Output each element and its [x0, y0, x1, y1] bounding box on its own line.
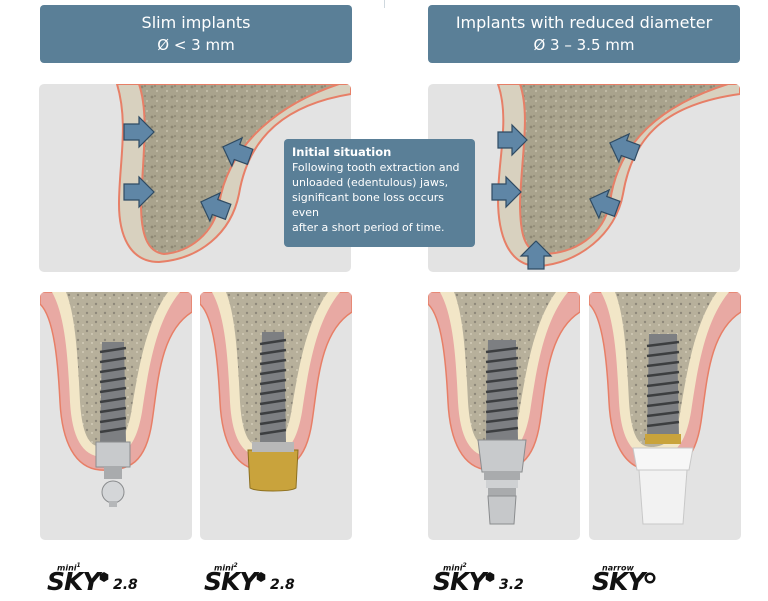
reduced-diameter-header: Implants with reduced diameter Ø 3 – 3.5… [428, 5, 740, 63]
implant-diagram-mini2-28 [200, 292, 352, 492]
bone-diagram-reduced [491, 84, 740, 270]
brand-mini2-sky-32: mini2 SKY 3.2 [433, 560, 553, 598]
brand-name: SKY [433, 567, 486, 596]
hexagon-icon [256, 572, 266, 582]
brand-prefix: mini2 [214, 562, 238, 573]
implant-panel-mini1 [40, 292, 192, 540]
implant-panel-mini2-28 [200, 292, 352, 540]
brand-size: 2.8 [113, 577, 138, 593]
implant-panel-mini2-32 [428, 292, 580, 540]
implant-mini2-28 [247, 332, 299, 492]
hexagon-icon [485, 572, 495, 582]
info-line: after a short period of time. [292, 221, 445, 234]
implant-diagram-mini2-32 [428, 292, 580, 525]
info-line: unloaded (edentulous) jaws, [292, 176, 449, 189]
arrow-icon [123, 115, 254, 223]
brand-prefix: narrow [602, 563, 634, 573]
brand-name: SKY [204, 567, 257, 596]
reduced-diameter-diameter: Ø 3 – 3.5 mm [533, 36, 635, 54]
hexagon-icon [99, 572, 109, 582]
bone-panel-reduced [428, 84, 740, 272]
implant-diagram-narrow [589, 292, 741, 525]
info-line: significant bone loss occurs even [292, 191, 445, 219]
ring-icon [644, 572, 656, 584]
brand-mini1-sky-28: mini1 SKY 2.8 [47, 560, 167, 598]
arrow-icon [491, 123, 641, 270]
slim-implants-diameter: Ø < 3 mm [157, 36, 235, 54]
column-divider [384, 0, 385, 8]
initial-situation-box: Initial situation Following tooth extrac… [284, 139, 475, 247]
brand-prefix: mini1 [57, 562, 81, 573]
info-line: Following tooth extraction and [292, 161, 460, 174]
brand-size: 3.2 [499, 577, 524, 593]
implant-diagram-mini1 [40, 292, 192, 507]
slim-implants-title: Slim implants [141, 13, 251, 32]
bone-diagram-slim [115, 84, 351, 264]
implant-mini2-32 [477, 340, 527, 525]
slim-implants-header: Slim implants Ø < 3 mm [40, 5, 352, 63]
implant-narrow [632, 334, 694, 525]
implant-panel-narrow [589, 292, 741, 540]
initial-situation-title: Initial situation [292, 145, 392, 159]
implant-mini1 [95, 342, 131, 507]
brand-narrow-sky: narrow SKY [592, 560, 712, 598]
brand-mini2-sky-28: mini2 SKY 2.8 [204, 560, 324, 598]
brand-name: SKY [592, 567, 645, 596]
brand-size: 2.8 [270, 577, 295, 593]
reduced-diameter-title: Implants with reduced diameter [455, 13, 713, 32]
brand-prefix: mini2 [443, 562, 467, 573]
brand-name: SKY [47, 567, 100, 596]
